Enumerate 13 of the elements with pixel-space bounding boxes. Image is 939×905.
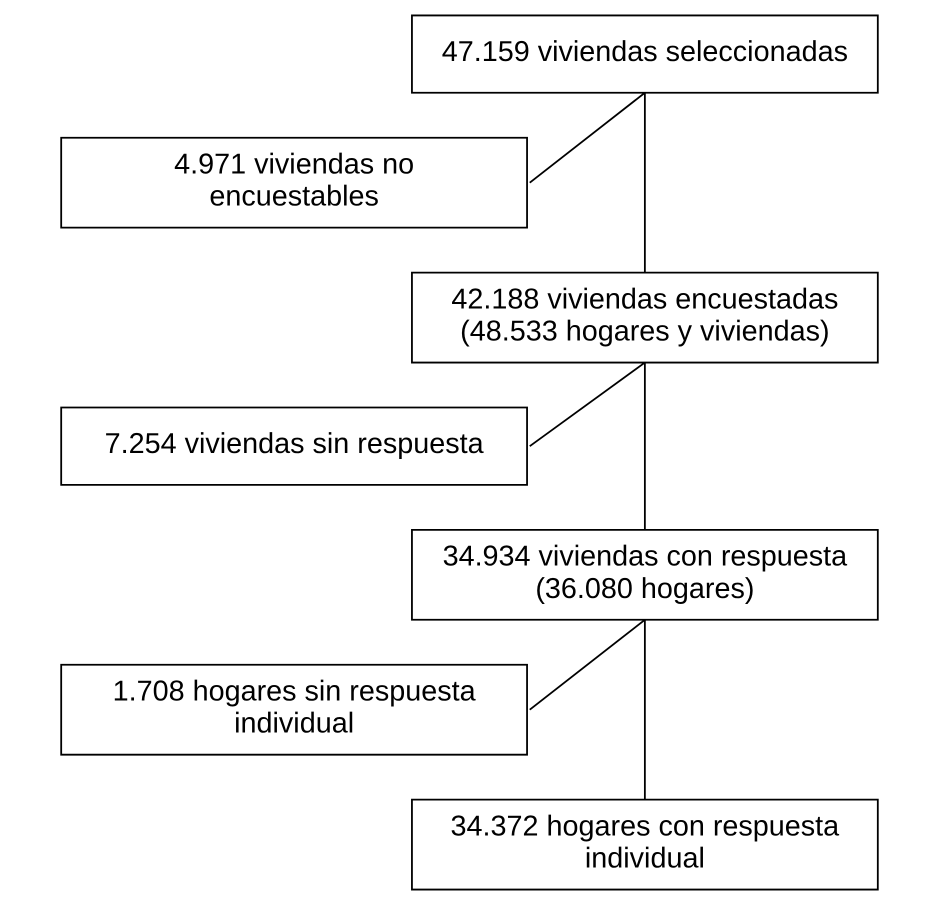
connector (644, 620, 646, 800)
connector (529, 362, 646, 447)
node-box: 7.254 viviendas sin respuesta (60, 406, 528, 486)
connector (644, 93, 646, 273)
connector (529, 619, 646, 710)
node-box: 34.934 viviendas con respuesta (36.080 hogares) (411, 528, 879, 621)
node-box: 47.159 viviendas seleccionadas (411, 14, 879, 94)
node-box: 34.372 hogares con respuesta individual (411, 798, 879, 890)
node-box: 1.708 hogares sin respuesta individual (60, 664, 528, 756)
connector (529, 92, 646, 184)
connector (644, 363, 646, 530)
node-box: 42.188 viviendas encuestadas (48.533 hogares y viviendas) (411, 272, 879, 364)
node-box: 4.971 viviendas no encuestables (60, 136, 528, 229)
